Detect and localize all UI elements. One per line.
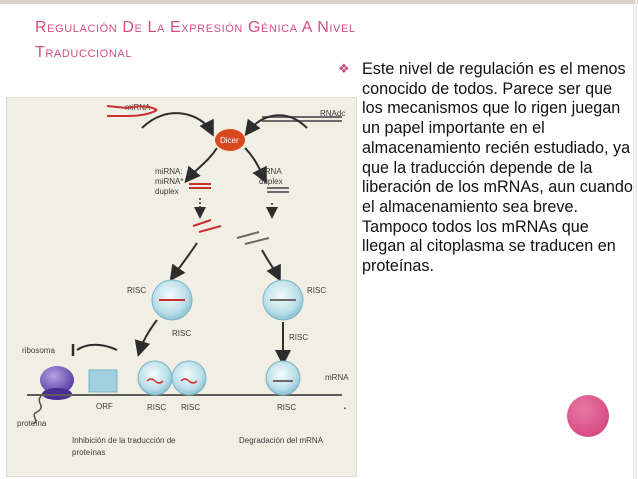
ribosome [40,366,74,394]
slide-title: Regulación De La Expresión Génica A Nive… [35,15,555,65]
sirna-duplex [267,187,289,193]
arrow [141,112,214,137]
diamond-bullet-icon: ❖ [338,62,350,77]
risc-complex [137,360,173,396]
label-risc: RISC [147,403,166,412]
bullet-paragraph: Este nivel de regulación es el menos con… [362,60,633,276]
arrow [134,319,158,357]
label-sirna: duplex [259,177,283,186]
stray-dot: . [343,396,347,412]
label-ribosoma: ribosoma [22,346,55,355]
label-orf: ORF [96,402,113,411]
dicer-enzyme [215,129,245,151]
orf-block [88,369,118,393]
risc-complex [171,360,207,396]
mirna-bound [146,378,164,384]
rnai-diagram-svg: miRNA RNAdc Dicer miRNA: miRNA* duplex s… [17,103,349,457]
risc-complex [265,360,301,396]
label-dicer: Dicer [220,136,239,145]
caption-degradation: Degradación del mRNA [239,436,324,445]
label-risc: RISC [172,329,191,338]
decorative-circle [567,395,609,437]
label-sirna: siRNA [259,167,282,176]
label-risc: RISC [277,403,296,412]
label-risc: RISC [181,403,200,412]
label-risc: RISC [307,286,326,295]
arrow [261,249,281,282]
label-mirna-duplex: miRNA* [155,177,183,186]
label-mirna-duplex: miRNA: [155,167,183,176]
label-risc: RISC [127,286,146,295]
sirna-strand [236,231,270,245]
caption-inhibition: proteínas [72,448,105,457]
mirna-duplex [189,183,211,189]
rnai-diagram-figure: miRNA RNAdc Dicer miRNA: miRNA* duplex s… [6,97,357,477]
arrow [244,147,267,184]
mirna-hairpin [106,105,158,111]
slide-title-line1: Regulación De La Expresión Génica A Nive… [35,19,356,36]
mirna-bound [180,378,198,384]
slide-title-line2: Traduccional [35,44,133,61]
decor-bar [635,0,637,479]
label-proteina: proteína [17,419,47,428]
arrow [169,242,198,282]
caption-inhibition: Inhibición de la traducción de [72,436,176,445]
decor-bar [633,0,634,479]
protein-chain [32,395,42,425]
mirna-strand [192,219,222,233]
label-mirna-duplex: duplex [155,187,179,196]
arrow [184,147,218,184]
inhibition-line [76,343,118,351]
dsrna-strand [262,116,342,122]
label-mrna: mRNA [325,373,349,382]
mirna-hairpin [107,109,158,117]
arrow [244,114,308,137]
slide-top-border [0,0,638,4]
label-risc: RISC [289,333,308,342]
slide-right-decoration [630,0,638,479]
label-rnadc: RNAdc [320,109,345,118]
